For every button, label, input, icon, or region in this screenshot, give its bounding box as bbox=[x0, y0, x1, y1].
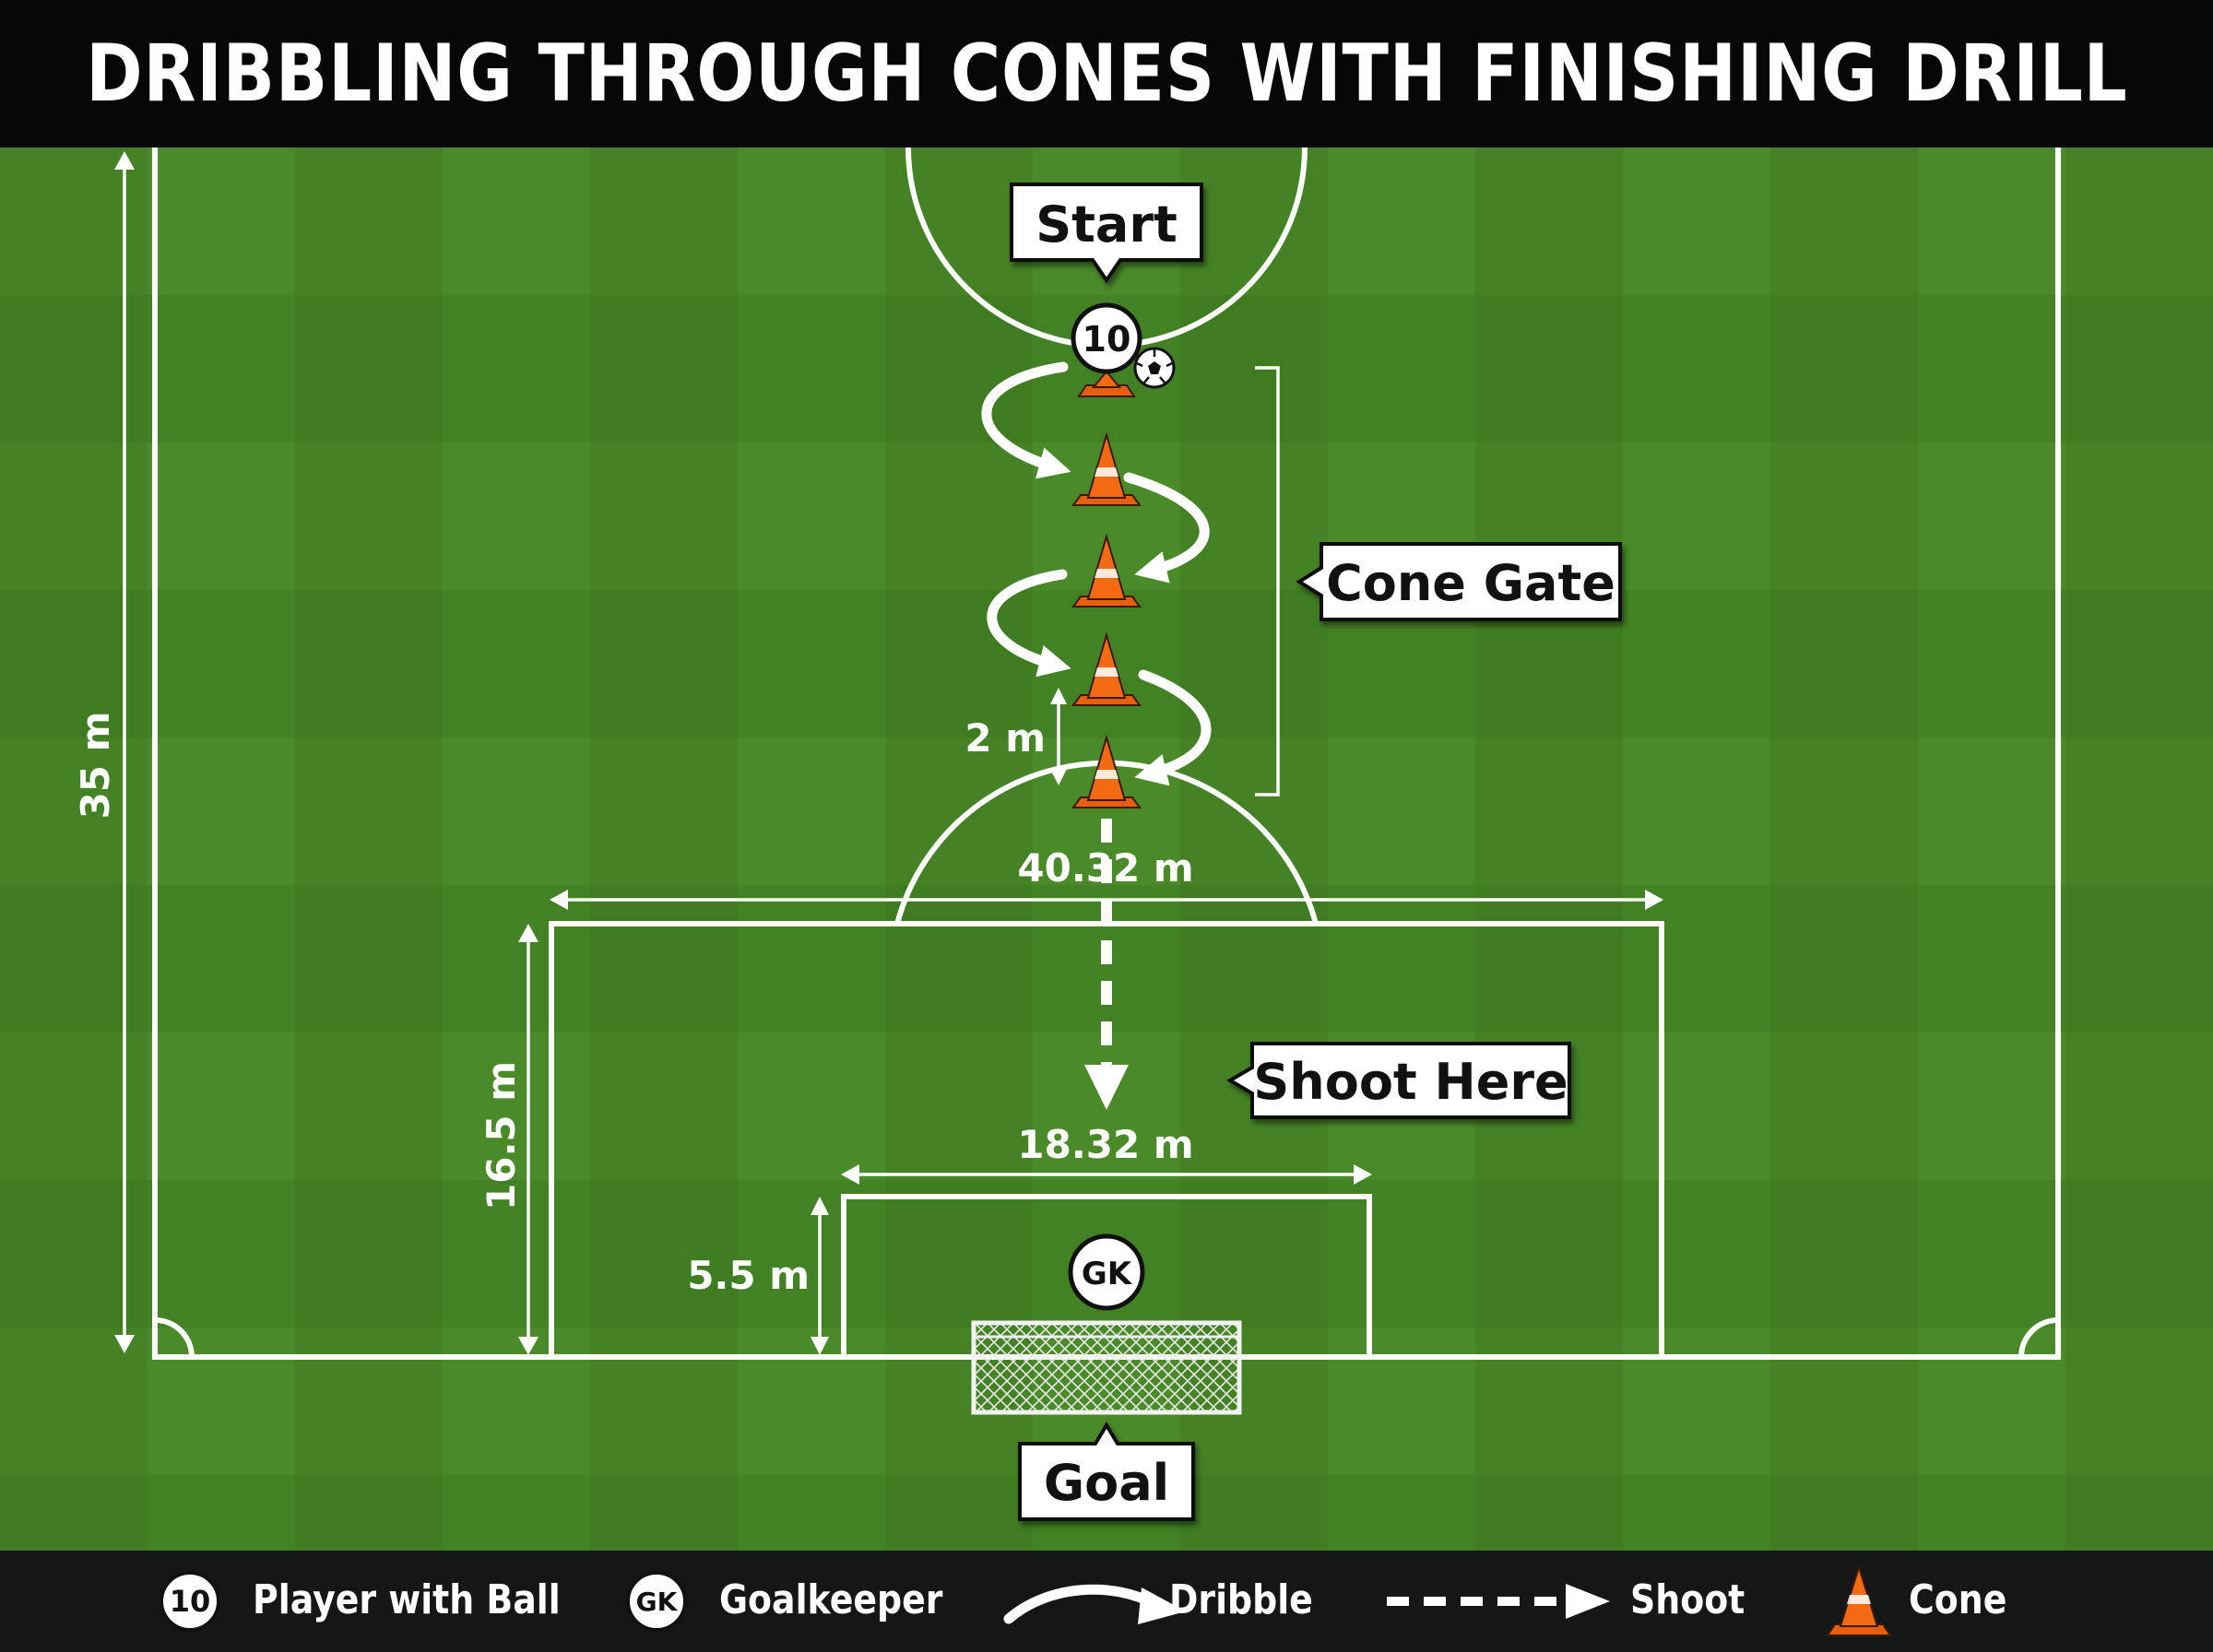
cone-icon bbox=[1826, 1564, 1892, 1636]
start-callout bbox=[1010, 183, 1203, 284]
title-bar: DRIBBLING THROUGH CONES WITH FINISHING D… bbox=[0, 0, 2213, 148]
goalkeeper: GK bbox=[1068, 1233, 1145, 1311]
legend-gk-badge: GK bbox=[626, 1571, 687, 1632]
legend-player-label: Player with Ball bbox=[253, 1576, 561, 1623]
goal-net bbox=[971, 1320, 1242, 1415]
cone-gate-callout bbox=[1296, 542, 1622, 621]
penalty-depth-label: 16.5 m bbox=[479, 1061, 524, 1210]
dribble-path bbox=[981, 361, 1212, 786]
goal-label: Goal bbox=[1044, 1454, 1169, 1512]
goal-area-width-label: 18.32 m bbox=[1017, 1122, 1193, 1167]
legend-cone-label: Cone bbox=[1909, 1576, 2007, 1623]
dribble-arrow-3 bbox=[987, 569, 1071, 678]
dimension-lines bbox=[114, 151, 1663, 1355]
dribble-arrow-1 bbox=[981, 361, 1071, 479]
dribble-arrow-2 bbox=[1123, 472, 1210, 584]
cones bbox=[1071, 370, 1142, 808]
legend-player-badge: 10 bbox=[160, 1571, 220, 1632]
cone bbox=[1071, 533, 1142, 608]
field-length-label: 35 m bbox=[73, 712, 118, 820]
goal-area-depth-label: 5.5 m bbox=[687, 1253, 810, 1298]
cone-gate-label: Cone Gate bbox=[1326, 554, 1615, 612]
page-title: DRIBBLING THROUGH CONES WITH FINISHING D… bbox=[85, 28, 2128, 120]
legend: 10 Player with Ball GK Goalkeeper Dribbl… bbox=[0, 1551, 2213, 1652]
shoot-path bbox=[1084, 819, 1129, 1110]
pitch: 35 m 16.5 m 40.32 m 18.32 m 5.5 m 2 m bbox=[0, 148, 2213, 1551]
shoot-arrow-icon bbox=[1387, 1584, 1610, 1619]
legend-shoot-label: Shoot bbox=[1630, 1576, 1746, 1623]
player-10: 10 bbox=[1071, 302, 1142, 374]
shoot-here-label: Shoot Here bbox=[1253, 1053, 1568, 1111]
corner-arc-left bbox=[154, 1317, 195, 1358]
shoot-here-callout bbox=[1226, 1042, 1571, 1119]
cone bbox=[1071, 631, 1142, 706]
goal-callout bbox=[1018, 1422, 1195, 1521]
cone-spacing-label: 2 m bbox=[964, 715, 1046, 761]
cone bbox=[1071, 734, 1142, 808]
cone bbox=[1071, 431, 1142, 506]
dribble-arrow-4 bbox=[1134, 669, 1212, 786]
corner-arc-right bbox=[2018, 1317, 2059, 1358]
legend-goalkeeper-label: Goalkeeper bbox=[719, 1576, 943, 1623]
gk-label: GK bbox=[1082, 1256, 1133, 1292]
player-number: 10 bbox=[1083, 319, 1131, 360]
soccer-ball-icon bbox=[1133, 347, 1176, 389]
legend-dribble-label: Dribble bbox=[1169, 1576, 1313, 1623]
dribble-arrow-icon bbox=[1003, 1584, 1186, 1624]
cone bbox=[1077, 370, 1136, 397]
start-label: Start bbox=[1035, 195, 1178, 254]
cone-gate-bracket bbox=[1255, 366, 1280, 796]
